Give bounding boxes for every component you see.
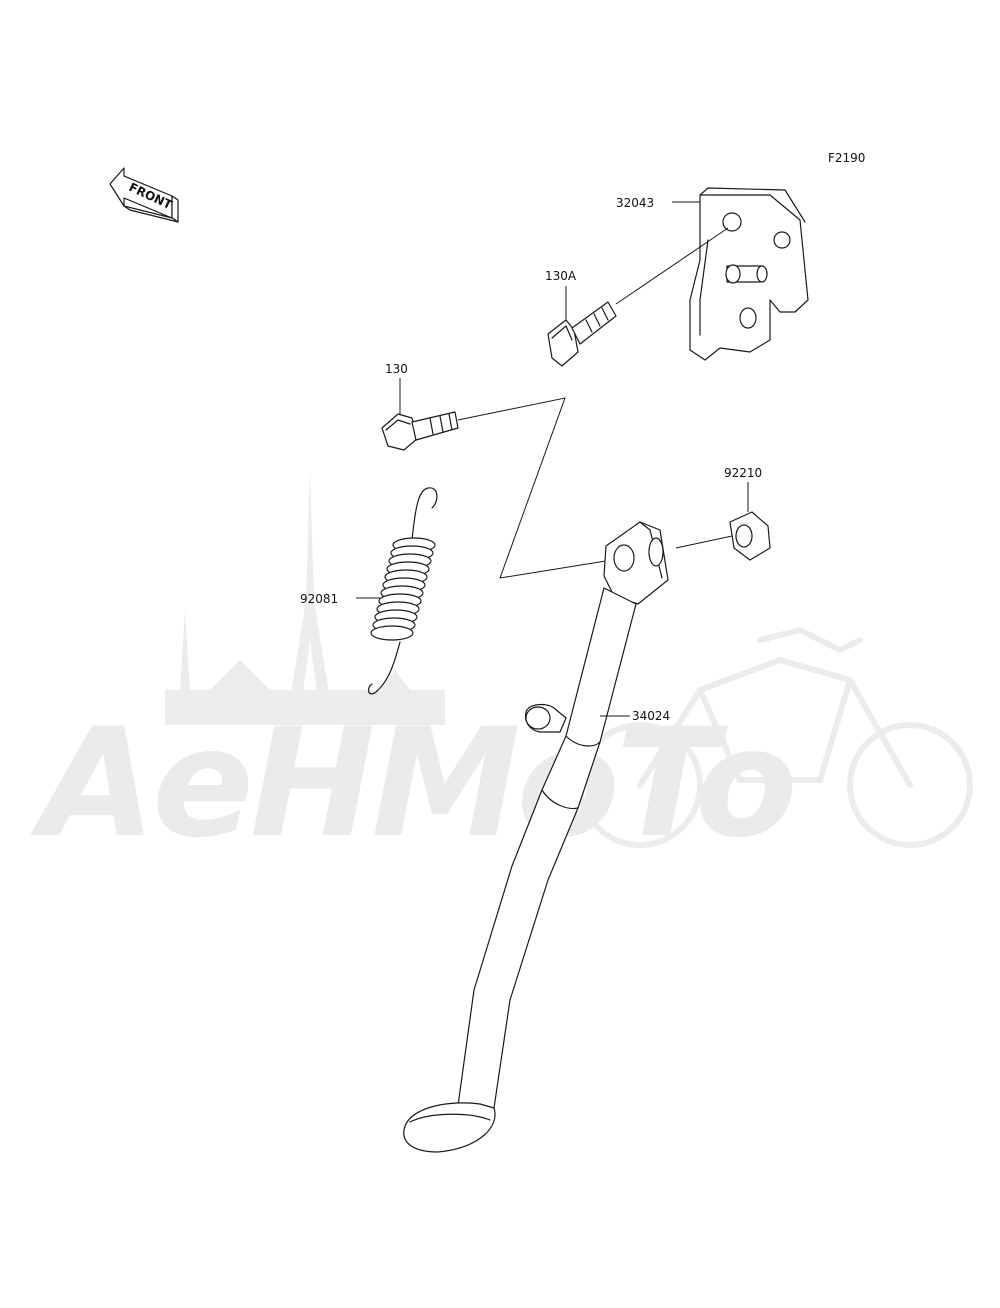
part-label-92210: 92210: [724, 466, 762, 480]
bracket-32043: [672, 187, 809, 361]
part-label-34024: 34024: [632, 709, 670, 723]
part-label-32043: 32043: [616, 196, 654, 210]
part-label-130a: 130A: [545, 269, 577, 283]
front-arrow-icon: FRONT: [109, 167, 179, 223]
part-label-92081: 92081: [300, 592, 338, 606]
spring-92081: [356, 487, 438, 695]
spring-coils: [370, 537, 436, 641]
part-label-130: 130: [385, 362, 408, 376]
nut-92210: [675, 482, 771, 561]
watermark: AeHMoTo: [30, 470, 973, 871]
side-stand-34024: [403, 521, 669, 1153]
watermark-text: AeHMoTo: [30, 697, 794, 871]
bolt-130: [381, 378, 613, 579]
figure-code: F2190: [828, 151, 865, 165]
bolt-130a: [547, 227, 729, 367]
watermark-cathedral: [165, 470, 445, 725]
